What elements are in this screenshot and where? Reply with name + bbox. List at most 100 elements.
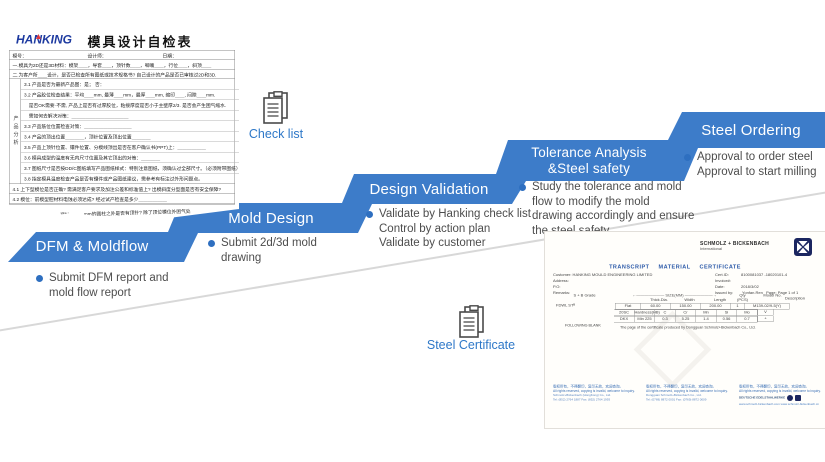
note-line: flow to modify the mold — [532, 195, 650, 208]
certificate-brand: SCHMOLZ + BICKENBACH International — [700, 241, 769, 251]
footer-contact: Tel: (852) 2764 1887 Fax: (852) 2764 199… — [553, 398, 611, 402]
certificate-document-icon — [457, 305, 487, 344]
chem-value-cell: + — [757, 316, 774, 322]
schmolz-bickenbach-logo-icon — [794, 238, 812, 257]
model-value: M139-02/9-5(Y) — [745, 303, 790, 310]
produced-note: The page of the certificate produced by … — [620, 325, 756, 330]
chem-header-cell: Mn — [696, 309, 717, 316]
checklist-row: 3.8 指定模具温度检查产品是否有镶件或产品图纸建议，需参考有标注过外形问题点。 — [24, 176, 203, 183]
chem-header-cell: Si — [716, 309, 737, 316]
chem-value-cell: 0.7 — [737, 316, 758, 323]
model-header: Model No. — [763, 293, 782, 298]
checklist-header: HANKING 模具设计自检表 — [5, 29, 239, 50]
note-line: Validate by customer — [379, 237, 486, 249]
checklist-row: 3.6 模具成型的温度有无内尺寸位置及其它顶出的对策：＿＿＿＿ — [21, 153, 239, 163]
chem-header-cell: 20SC — [614, 309, 635, 316]
checklist-section-label: 产品分析 — [10, 79, 21, 184]
certificate-title: TRANSCRIPT MATERIAL CERTIFICATE — [609, 264, 741, 270]
footer-zh: 版权所有，不得翻印，复印无效，欢迎查询。 — [739, 385, 809, 389]
width-value: 150.00 — [670, 303, 701, 310]
size-header: ←――――――― SIZE(MM) ―――――――→ — [632, 293, 717, 298]
footer-company: Dongguan Schmolz+Bickenbach Co., Ltd. — [646, 394, 702, 397]
issued-by-value: Yonfan.Ren — [742, 290, 763, 296]
bullet-icon — [684, 154, 691, 161]
footer-column-2: 版权所有，不得翻印，复印无效，欢迎查询。 All rights reserved… — [646, 385, 731, 407]
brand-subtitle: International — [700, 246, 723, 252]
note-line: drawing accordingly and ensure — [532, 210, 695, 222]
checklist-form-title: 模具设计自检表 — [87, 34, 193, 50]
step-title-tolerance-line1: Tolerance Analysis — [531, 145, 647, 160]
hanking-logo-red-accent — [36, 34, 41, 39]
cert-remarks: Remarks: — [553, 290, 571, 296]
checklist-row: 4.1 上下型模位是否正确? 需满足客户要求及加注公差和标准值上? 出模斜度分型… — [9, 184, 235, 194]
checklist-row: 3.5 产品上顶针位置、镶件位置、分模线顶出是否在客户确认书(PPT)上：＿＿＿… — [21, 142, 239, 153]
thick-header: Thick.Dia. — [650, 297, 668, 303]
footer-zh: 版权所有，不得翻印，复印无效，欢迎查询。 — [553, 385, 623, 389]
following-blank-label: FOLLOWING BLANK — [565, 323, 601, 328]
checklist-label: Check list — [248, 127, 304, 141]
checklist-document-icon — [261, 91, 291, 130]
footer-urls: www.schmolz-bickenbach.com www.schmolz-b… — [739, 403, 820, 406]
step-notes-dfm: Submit DFM report and mold flow report — [36, 271, 219, 300]
invoice-label: Invoice#: — [715, 278, 732, 284]
step-title-tolerance-line2: &Steel safety — [547, 160, 631, 176]
step-notes-mold-design: Submit 2d/3d mold drawing — [208, 236, 361, 265]
note-line: Validate by Hanking check list — [379, 208, 531, 220]
footer-contact: Tel: (0769) 8872 0001 Fax: (0769) 8872 0… — [646, 398, 707, 402]
note-line: Submit DFM report and — [49, 272, 169, 284]
cert-customer: Customer: HANKING MOULD ENGINEERING LIMI… — [553, 272, 653, 278]
checklist-line1: 一.模具为2D还是3D材料：模架＿＿，导套＿＿，顶针数＿＿，唧嘴＿＿，行位＿＿，… — [9, 60, 235, 70]
cert-address: Address: — [553, 278, 569, 284]
field-date: 日期： — [162, 53, 177, 60]
cert-po: P.O: — [553, 284, 561, 290]
hanking-logo-text: HANKING — [16, 33, 72, 47]
date-label: Date: — [715, 284, 725, 290]
page-value: Page 1 of 1 — [777, 290, 799, 296]
grade-value: FDWL STᴮ — [556, 303, 576, 308]
checklist-row: 3.1 产品是否为最新产品图：是； 否： — [21, 79, 239, 90]
certificate-label: Steel Certificate — [426, 338, 516, 352]
partner-logo-icon — [787, 395, 794, 401]
checklist-rows: 3.1 产品是否为最新产品图：是； 否：3.2 产品胶位检查结果：平均＿＿mm,… — [21, 79, 239, 184]
bullet-icon — [208, 240, 215, 247]
certificate-customer-block: Customer: HANKING MOULD ENGINEERING LIMI… — [553, 272, 652, 296]
chem-header-cell: Mo — [737, 309, 758, 316]
bullet-icon — [36, 275, 43, 282]
footer-column-1: 版权所有，不得翻印，复印无效，欢迎查询。 All rights reserved… — [553, 385, 638, 407]
step-notes-tolerance: Study the tolerance and mold flow to mod… — [519, 180, 732, 238]
checklist-row: 3.7 图纸尺寸是否按DD/C图纸填写产品图纸样式：特别注意图纸，须确认过全部尺… — [21, 163, 239, 174]
certificate-document: SCHMOLZ + BICKENBACH International TRANS… — [545, 232, 825, 428]
note-line: Approval to start milling — [697, 165, 817, 178]
qty-value: 1 — [730, 303, 745, 310]
step-notes-steel-ordering: Approval to order steel Approval to star… — [684, 150, 825, 179]
deutsche-edelstahlwerke-label: DEUTSCHE EDELSTAHLWERKE — [739, 396, 786, 400]
checklist-section4: 4.1 上下型模位是否正确? 需满足客户要求及加注公差和标准值上? 出模斜度分型… — [9, 184, 235, 204]
chem-value-cell: DKX — [614, 316, 635, 323]
step-title-mold-design: Mold Design — [228, 210, 314, 227]
field-mold-no: 模号： — [12, 53, 27, 60]
checklist-line2: 二.为客户所＿＿设计，是否已检查所有图纸或技术规格书? 自己设计的产品是否已审核… — [9, 70, 235, 79]
chem-header-cell: Hardness(HB) — [634, 309, 660, 316]
partner-logo-icon — [795, 395, 802, 401]
grade-header: S + B Grade — [573, 293, 596, 298]
chem-value-cell: 5.25 — [675, 316, 696, 323]
certificate-footer: 版权所有，不得翻印，复印无效，欢迎查询。 All rights reserved… — [545, 385, 825, 407]
checklist-row: 是否OK需要·不需, 产品上是否有过厚胶位，粘接厚度是否小于主壁厚2/3. 是否… — [21, 100, 239, 111]
checklist-table: 模号： 设计师： 日期： 一.模具为2D还是3D材料：模架＿＿，导套＿＿，顶针数… — [9, 50, 239, 205]
checklist-row: 4.2 模位：前模型腔材料电蚀必须达成? 经过试产检查是多少＿＿＿＿＿＿ — [9, 194, 235, 204]
page-label: Page: — [766, 290, 777, 296]
certificate-size-table: S + B Grade ←――――――― SIZE(MM) ―――――――→ Q… — [555, 293, 795, 323]
decor-diagonal-line — [0, 191, 825, 332]
field-designer: 设计师： — [87, 53, 107, 60]
length-header: Length — [713, 297, 727, 303]
bullet-icon — [366, 211, 373, 218]
hanking-logo: HANKING — [16, 33, 72, 47]
step-title-dfm-moldflow: DFM & Moldflow — [35, 238, 149, 255]
width-header: Width — [684, 297, 695, 303]
cert-id-label: Cert.ID: — [715, 272, 729, 278]
chem-header-cell: V — [757, 309, 774, 316]
footer-en: All rights reserved, copying is invalid,… — [739, 389, 821, 393]
brand-name: SCHMOLZ + BICKENBACH — [700, 241, 770, 247]
